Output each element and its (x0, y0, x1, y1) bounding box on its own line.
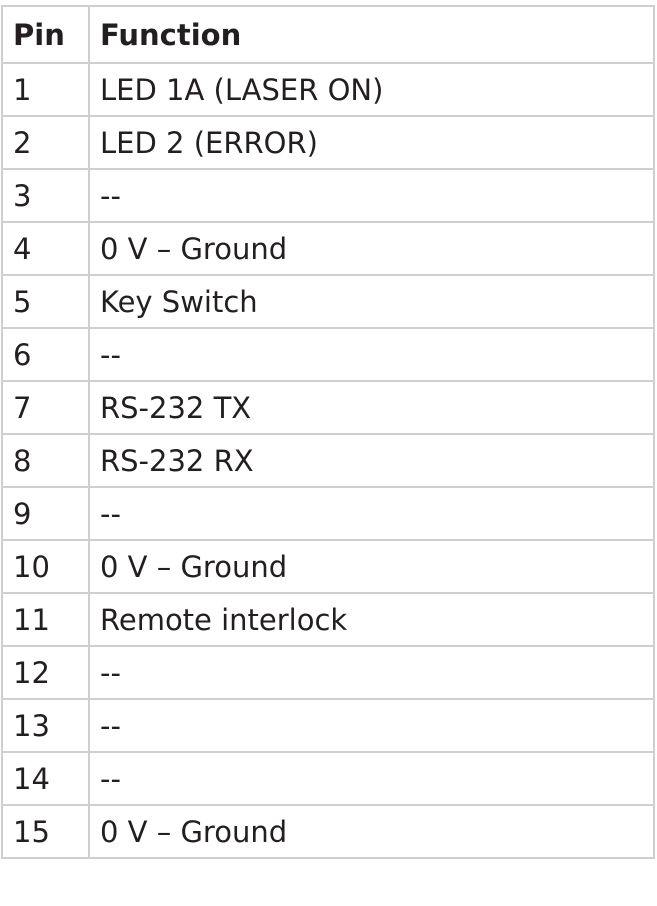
pin-cell: 11 (1, 592, 90, 647)
table-row: 9 -- (1, 486, 655, 541)
pin-cell: 3 (1, 168, 90, 223)
pin-cell: 10 (1, 539, 90, 594)
function-cell: -- (88, 698, 655, 753)
pin-cell: 13 (1, 698, 90, 753)
table-row: 8 RS-232 RX (1, 433, 655, 488)
function-cell: 0 V – Ground (88, 539, 655, 594)
table-body: 1 LED 1A (LASER ON) 2 LED 2 (ERROR) 3 --… (1, 62, 655, 859)
pin-cell: 2 (1, 115, 90, 170)
table-row: 13 -- (1, 698, 655, 753)
pin-cell: 7 (1, 380, 90, 435)
table-row: 5 Key Switch (1, 274, 655, 329)
table-row: 12 -- (1, 645, 655, 700)
pin-cell: 5 (1, 274, 90, 329)
function-cell: -- (88, 168, 655, 223)
pin-cell: 6 (1, 327, 90, 382)
table-row: 3 -- (1, 168, 655, 223)
table-row: 11 Remote interlock (1, 592, 655, 647)
function-cell: 0 V – Ground (88, 804, 655, 859)
header-pin: Pin (1, 5, 90, 64)
table-header: Pin Function (1, 5, 655, 64)
table-row: 4 0 V – Ground (1, 221, 655, 276)
pin-function-table: Pin Function 1 LED 1A (LASER ON) 2 LED 2… (1, 5, 655, 859)
function-cell: -- (88, 645, 655, 700)
function-cell: -- (88, 751, 655, 806)
table-row: 1 LED 1A (LASER ON) (1, 62, 655, 117)
pin-cell: 8 (1, 433, 90, 488)
table-row: 7 RS-232 TX (1, 380, 655, 435)
function-cell: 0 V – Ground (88, 221, 655, 276)
function-cell: -- (88, 327, 655, 382)
table-row: 14 -- (1, 751, 655, 806)
pin-cell: 9 (1, 486, 90, 541)
table-row: 6 -- (1, 327, 655, 382)
header-function: Function (88, 5, 655, 64)
pin-cell: 4 (1, 221, 90, 276)
table-row: 10 0 V – Ground (1, 539, 655, 594)
table-row: 2 LED 2 (ERROR) (1, 115, 655, 170)
function-cell: Key Switch (88, 274, 655, 329)
pin-cell: 12 (1, 645, 90, 700)
table-row: 15 0 V – Ground (1, 804, 655, 859)
function-cell: -- (88, 486, 655, 541)
function-cell: LED 1A (LASER ON) (88, 62, 655, 117)
header-row: Pin Function (1, 5, 655, 64)
pin-cell: 15 (1, 804, 90, 859)
pin-cell: 14 (1, 751, 90, 806)
function-cell: RS-232 TX (88, 380, 655, 435)
function-cell: Remote interlock (88, 592, 655, 647)
function-cell: LED 2 (ERROR) (88, 115, 655, 170)
function-cell: RS-232 RX (88, 433, 655, 488)
pin-cell: 1 (1, 62, 90, 117)
